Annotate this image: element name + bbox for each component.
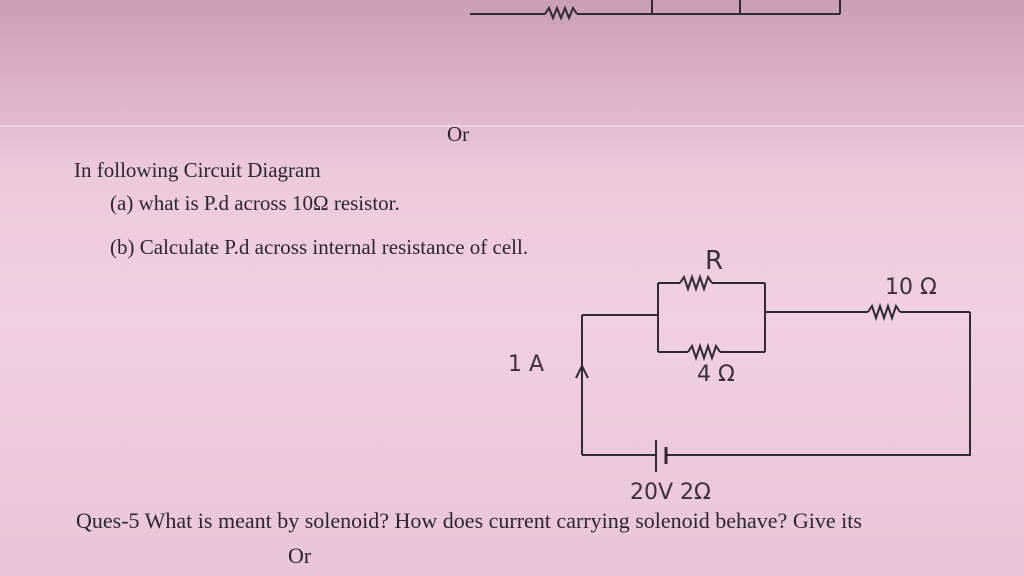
label-resistor-r: R <box>705 246 724 276</box>
label-resistor-4: 4 Ω <box>697 362 735 387</box>
label-resistor-10: 10 Ω <box>885 275 937 300</box>
or-label-bottom: Or <box>288 543 312 568</box>
resistor-10 <box>867 302 901 322</box>
paper-fold-shadow <box>0 0 1024 130</box>
label-current: 1 A <box>508 352 545 377</box>
resistor-r <box>679 273 713 293</box>
or-label-top: Or <box>447 122 470 146</box>
label-cell: 20V 2Ω <box>630 480 711 505</box>
question-5: Ques-5 What is meant by solenoid? How do… <box>76 508 862 533</box>
question-part-b: (b) Calculate P.d across internal resist… <box>110 235 529 259</box>
top-partial-circuit <box>470 0 841 21</box>
question-heading: In following Circuit Diagram <box>74 158 321 182</box>
paper-fold-line <box>0 125 1024 127</box>
resistor-4 <box>687 342 721 362</box>
question-part-a: (a) what is P.d across 10Ω resistor. <box>110 191 400 215</box>
current-arrow <box>575 363 589 379</box>
